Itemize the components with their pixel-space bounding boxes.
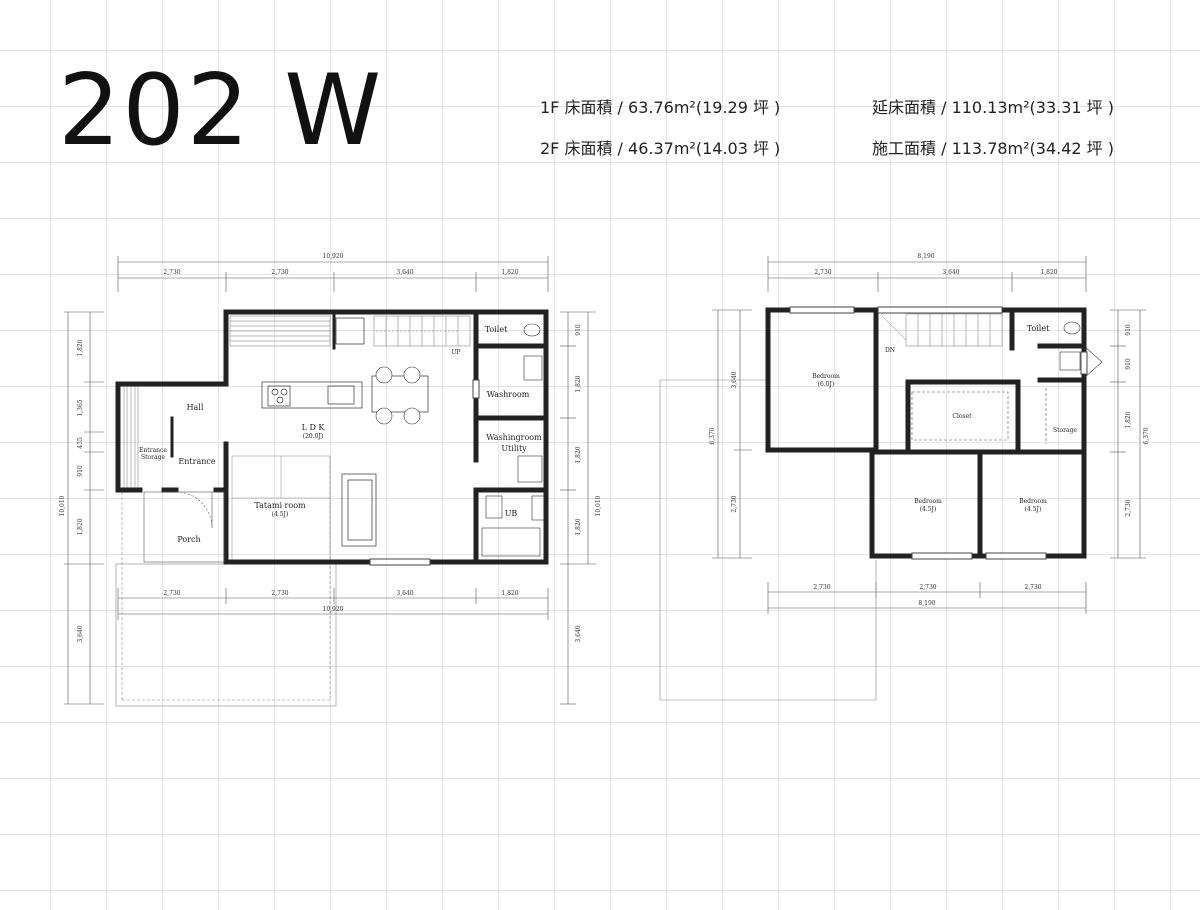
second-floor-area: 2F 床面積 / 46.37m²(14.03 坪 )	[540, 139, 781, 158]
f2-right-dimension-lines	[1110, 309, 1146, 559]
f1-dim-top-4: 1,820	[501, 269, 518, 276]
f1-label-ldk: L D K	[302, 423, 326, 432]
f1-bottom-dimension-lines	[117, 588, 549, 620]
f2-windows	[789, 306, 1088, 560]
f2-label-closet: Closet	[952, 413, 972, 420]
f1-dim-right-2: 1,820	[575, 375, 582, 392]
f1-dim-total-bottom: 10,920	[323, 606, 344, 613]
f1-dining-chairs	[375, 366, 421, 425]
f1-label-tatami-size: (4.5J)	[272, 511, 289, 518]
f1-porch	[143, 491, 225, 563]
f1-windows	[369, 379, 480, 566]
f2-dim-left-total: 6,370	[709, 427, 716, 444]
f1-label-ub: UB	[505, 509, 518, 518]
f2-dim-right-total: 6,370	[1143, 427, 1150, 444]
f1-dim-left-ext: 3,640	[77, 625, 84, 642]
f1-dim-right-ext: 3,640	[575, 625, 582, 642]
total-floor-area: 延床面積 / 110.13m²(33.31 坪 )	[872, 98, 1115, 117]
f1-dim-bottom-3: 3,640	[396, 590, 413, 597]
f1-right-dimension-lines	[560, 311, 596, 705]
f2-label-bedroom2: Bedroom	[914, 498, 942, 505]
f2-dim-total-top: 8,190	[917, 253, 934, 260]
f2-dim-left-2: 2,730	[731, 495, 738, 512]
f1-dim-right-3: 1,820	[575, 446, 582, 463]
f1-top-dimension-lines	[117, 256, 549, 292]
f1-dim-right-4: 1,820	[575, 518, 582, 535]
f1-label-porch: Porch	[177, 535, 200, 544]
f1-label-washingroom: Washingroom	[486, 433, 542, 442]
f2-dim-bottom-2: 2,730	[919, 584, 936, 591]
f1-label-toilet: Toilet	[485, 325, 508, 334]
f2-walls	[765, 307, 1087, 559]
f1-label-tatami: Tatami room	[254, 501, 306, 510]
f1-dim-left-total: 10,010	[59, 495, 66, 516]
f2-roof-outline	[659, 379, 877, 701]
f2-label-bedroom3-size: (4.5J)	[1025, 506, 1042, 513]
f1-dim-left-1: 1,820	[77, 339, 84, 356]
f1-label-washroom: Washroom	[487, 390, 530, 399]
f2-label-bedroom1: Bedroom	[812, 373, 840, 380]
second-floor-plan: 8,190 2,730 3,640 1,820 2,730 2,730 2,73…	[659, 253, 1150, 701]
f1-dim-bottom-2: 2,730	[271, 590, 288, 597]
first-floor-area: 1F 床面積 / 63.76m²(19.29 坪 )	[540, 98, 781, 117]
f1-dim-total-top: 10,920	[323, 253, 344, 260]
construction-area: 施工面積 / 113.78m²(34.42 坪 )	[872, 139, 1115, 158]
f1-label-entrance-storage-1: Entrance	[139, 447, 167, 454]
f1-left-dimension-lines	[64, 311, 104, 705]
f2-dim-top-3: 1,820	[1040, 269, 1057, 276]
f2-label-dn: DN	[885, 347, 895, 354]
f2-label-bedroom3: Bedroom	[1019, 498, 1047, 505]
f2-dim-bottom-1: 2,730	[813, 584, 830, 591]
first-floor-plan: 10,920 2,730 2,730 3,640 1,820 2,730 2,7…	[59, 253, 602, 707]
f2-dim-top-1: 2,730	[814, 269, 831, 276]
f1-dim-top-1: 2,730	[163, 269, 180, 276]
f2-top-dimension-lines	[767, 256, 1087, 292]
f1-label-utility: Utility	[501, 444, 527, 453]
f2-fixtures	[1059, 321, 1103, 379]
plan-title: 202 W	[58, 54, 384, 168]
f1-dim-bottom-1: 2,730	[163, 590, 180, 597]
f1-dim-top-3: 3,640	[396, 269, 413, 276]
f2-dim-top-2: 3,640	[942, 269, 959, 276]
f2-dim-right-1: 910	[1125, 324, 1132, 336]
f2-left-dimension-lines	[712, 309, 752, 559]
f1-walls	[115, 309, 549, 565]
f1-dim-left-4: 910	[77, 465, 84, 477]
f2-label-toilet: Toilet	[1027, 324, 1050, 333]
f1-label-hall: Hall	[187, 403, 204, 412]
f1-label-ldk-size: (20.0J)	[303, 433, 323, 440]
f1-stairs	[373, 315, 471, 347]
f2-dim-right-2: 910	[1125, 358, 1132, 370]
f2-label-bedroom2-size: (4.5J)	[920, 506, 937, 513]
f1-label-up: UP	[451, 349, 460, 356]
f1-dim-left-3: 455	[77, 437, 84, 449]
f1-dim-right-1: 910	[575, 324, 582, 336]
f1-dim-right-total: 10,010	[595, 495, 602, 516]
f1-dim-left-5: 1,820	[77, 518, 84, 535]
f1-dim-top-2: 2,730	[271, 269, 288, 276]
f1-label-entrance-storage-2: Storage	[141, 454, 165, 461]
f2-stairs	[881, 313, 1003, 347]
f2-dim-right-3: 1,820	[1125, 411, 1132, 428]
f1-label-entrance: Entrance	[178, 457, 215, 466]
f2-label-storage: Storage	[1053, 427, 1077, 434]
f2-label-bedroom1-size: (6.0J)	[818, 381, 835, 388]
f2-dim-right-4: 2,730	[1125, 499, 1132, 516]
f1-sofa	[341, 473, 377, 547]
f2-closet-door	[911, 388, 1047, 444]
f2-dim-total-bottom: 8,190	[918, 600, 935, 607]
f1-kitchen-counter	[261, 317, 429, 413]
f2-dim-bottom-3: 2,730	[1024, 584, 1041, 591]
f1-dim-bottom-4: 1,820	[501, 590, 518, 597]
f1-dim-left-2: 1,365	[77, 399, 84, 416]
